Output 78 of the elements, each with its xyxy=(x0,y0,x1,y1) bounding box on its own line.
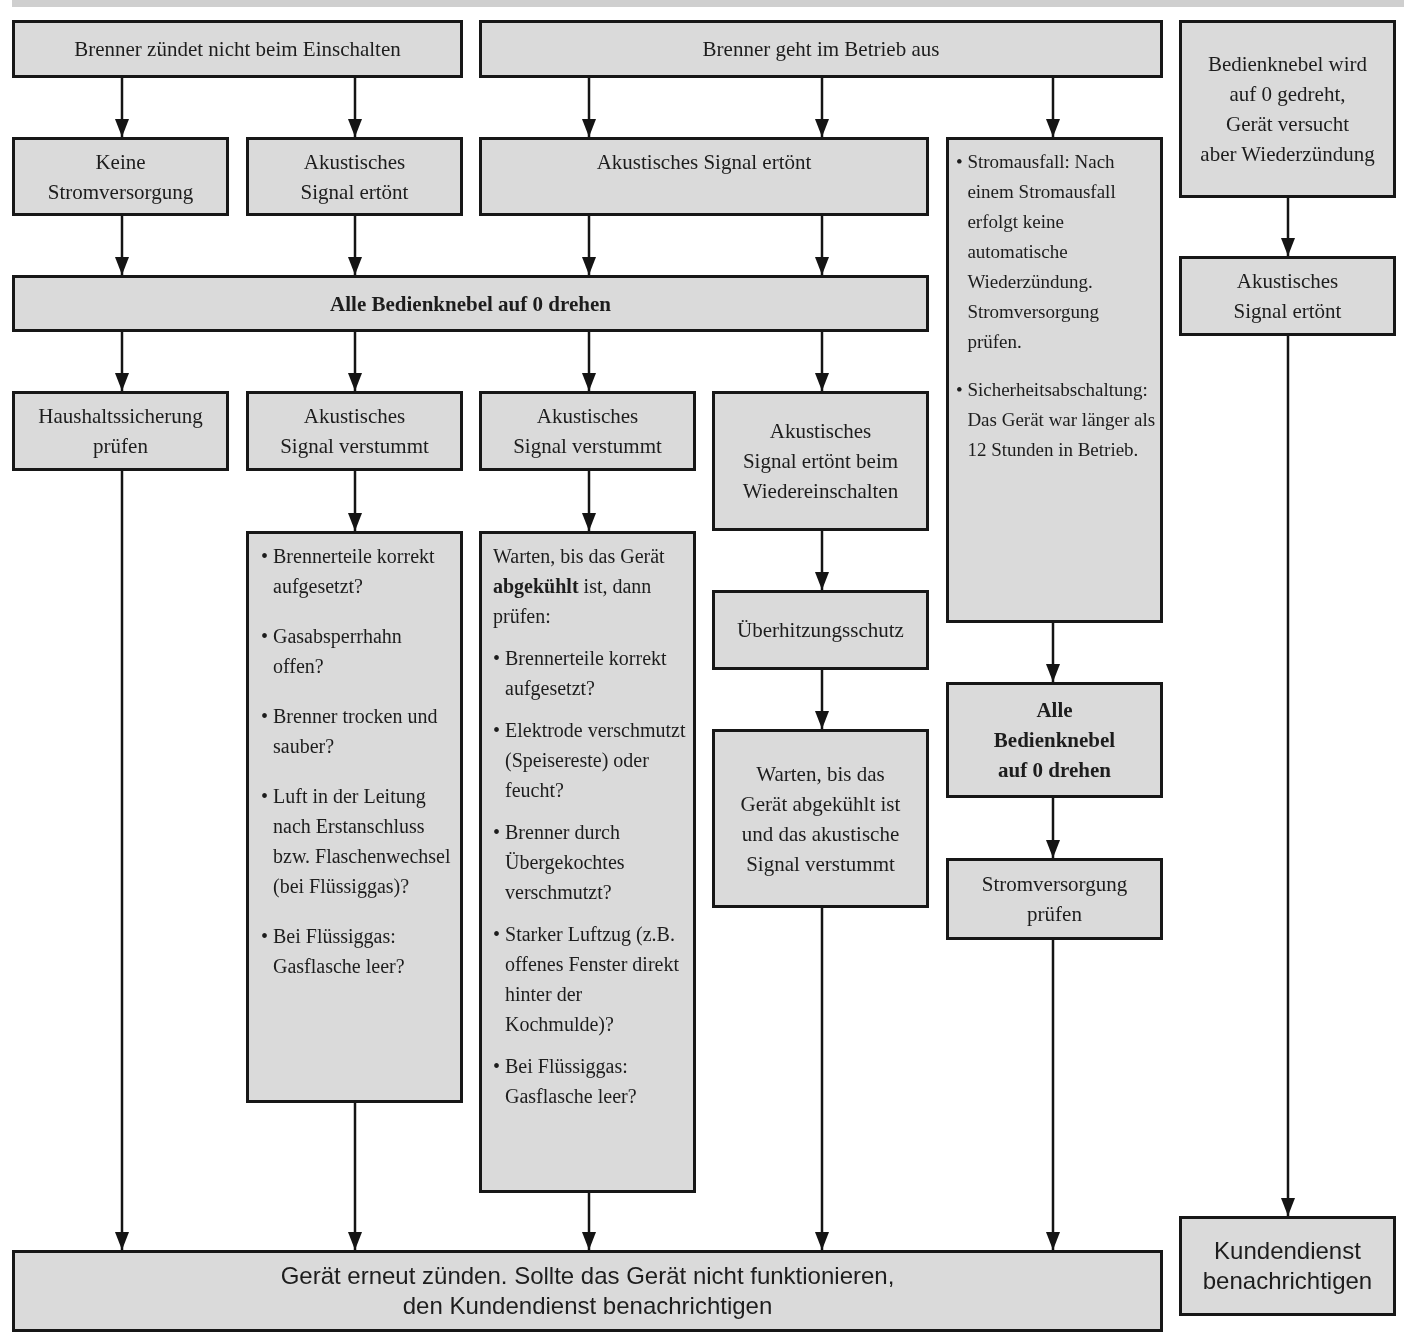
arrow xyxy=(1281,198,1295,256)
box-label: Überhitzungsschutz xyxy=(737,617,904,644)
list-item: • Bei Flüssiggas: Gasflasche leer? xyxy=(493,1054,638,1109)
arrow xyxy=(348,78,362,137)
box-label: Brenner zündet nicht beim Einschalten xyxy=(74,36,401,63)
arrow xyxy=(348,216,362,275)
step-box xyxy=(12,391,229,471)
step-box xyxy=(712,391,929,531)
step-box xyxy=(479,391,696,471)
step-box xyxy=(946,858,1163,940)
problem-box xyxy=(479,20,1163,78)
box-label: Akustisches Signal ertönt xyxy=(596,149,812,176)
step-box xyxy=(1179,256,1396,336)
arrow xyxy=(582,78,596,137)
action-box xyxy=(12,275,929,332)
arrow xyxy=(1046,798,1060,858)
box-text: Warten, bis das Gerät abgekühlt ist, dann prüfen: xyxy=(493,544,666,630)
action-box xyxy=(946,682,1163,798)
arrow xyxy=(1046,940,1060,1250)
list-item: • Bei Flüssiggas: Gasflasche leer? xyxy=(261,924,406,979)
arrow xyxy=(815,78,829,137)
step-box xyxy=(712,729,929,908)
arrow xyxy=(115,332,129,391)
box-label: Akustisches Signal ertönt xyxy=(299,148,410,206)
box-label: Akustisches Signal ertönt xyxy=(1232,268,1343,325)
result-box xyxy=(1179,1216,1396,1316)
arrow xyxy=(815,670,829,729)
list-item: • Brennerteile korrekt aufgesetzt? xyxy=(261,544,436,600)
box-label: Alle Bedienknebel auf 0 drehen xyxy=(992,697,1117,784)
arrow xyxy=(348,471,362,531)
step-box xyxy=(246,137,463,216)
box-label: Warten, bis das Gerät abgekühlt ist und das akustische Signal verstummt xyxy=(739,760,902,878)
arrow xyxy=(582,216,596,275)
box-label: Akustisches Signal ertönt beim Wiedereinschalten xyxy=(741,418,900,505)
list-item: • Stromausfall: Nach einem Stromausfall erfolgt keine automatische Wiederzündung. Stromversorgung prüfen. xyxy=(956,150,1117,354)
list-item: • Elektrode verschmutzt (Speisereste) oder feucht? xyxy=(493,718,687,803)
arrow xyxy=(1046,623,1060,682)
step-box xyxy=(479,137,929,216)
list-item: • Brenner durch Übergekochtes verschmutzt? xyxy=(493,820,626,905)
arrow xyxy=(115,471,129,1250)
arrow xyxy=(582,332,596,391)
arrow xyxy=(582,471,596,531)
list-item: • Gasabsperrhahn offen? xyxy=(261,624,403,679)
list-item: • Starker Luftzug (z.B. offenes Fenster direkt hinter der Kochmulde)? xyxy=(493,922,681,1038)
arrow xyxy=(815,216,829,275)
box-label: Kundendienst benachrichtigen xyxy=(1201,1236,1374,1296)
arrow xyxy=(1046,78,1060,137)
box-label: Gerät erneut zünden. Sollte das Gerät nicht funktionieren, den Kundendienst benachrichtigen xyxy=(279,1261,896,1321)
arrow xyxy=(348,332,362,391)
arrow xyxy=(348,1103,362,1250)
box-label: Alle Bedienknebel auf 0 drehen xyxy=(330,290,611,318)
step-box xyxy=(712,590,929,670)
problem-box xyxy=(12,20,463,78)
box-label: Keine Stromversorgung xyxy=(46,148,195,206)
box-label: Stromversorgung prüfen xyxy=(980,871,1129,928)
result-box xyxy=(12,1250,1163,1332)
list-item: • Sicherheitsabschaltung: Das Gerät war länger als 12 Stunden in Betrieb. xyxy=(956,378,1157,462)
box-label: Akustisches Signal verstummt xyxy=(512,403,663,460)
problem-box xyxy=(1179,20,1396,198)
box-label: Haushaltssicherung prüfen xyxy=(37,403,204,460)
arrow xyxy=(1281,336,1295,1216)
step-box xyxy=(12,137,229,216)
checklist-box xyxy=(479,531,696,1193)
list-item: • Brennerteile korrekt aufgesetzt? xyxy=(493,646,668,702)
arrow xyxy=(115,78,129,137)
arrow xyxy=(815,531,829,590)
arrow xyxy=(115,216,129,275)
arrow xyxy=(582,1193,596,1250)
list-item: • Luft in der Leitung nach Erstanschluss bzw. Flaschenwechsel (bei Flüssiggas)? xyxy=(261,784,452,900)
arrow xyxy=(815,908,829,1250)
checklist-box xyxy=(946,137,1163,623)
checklist-box xyxy=(246,531,463,1103)
arrow xyxy=(815,332,829,391)
box-label: Brenner geht im Betrieb aus xyxy=(702,36,940,63)
box-label: Bedienknebel wird auf 0 gedreht, Gerät versucht aber Wiederzündung xyxy=(1199,51,1376,168)
list-item: • Brenner trocken und sauber? xyxy=(261,704,439,759)
box-label: Akustisches Signal verstummt xyxy=(279,403,430,460)
step-box xyxy=(246,391,463,471)
